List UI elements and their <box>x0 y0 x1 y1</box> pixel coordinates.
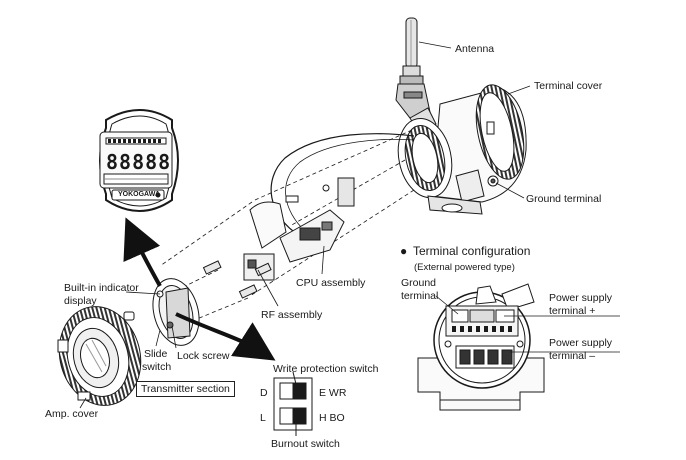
switch-panel <box>273 371 313 436</box>
leader-lines <box>79 41 620 409</box>
cpu-assembly <box>243 177 355 281</box>
label-builtin-indicator-1: Built-in indicator <box>64 282 139 294</box>
terminal-config-view <box>417 283 545 411</box>
label-slide-switch-2: switch <box>142 361 172 373</box>
label-switch-d: D <box>260 387 268 399</box>
amp-cover <box>57 306 142 406</box>
indicator-brand: YOKOGAWA <box>118 191 161 198</box>
label-tc-power-plus-1: Power supply <box>549 292 613 304</box>
label-tc-ground-2: terminal <box>401 290 439 302</box>
indicator-display <box>99 109 179 212</box>
label-amp-cover: Amp. cover <box>45 408 99 420</box>
explode-lines <box>159 129 415 331</box>
arrow-to-display <box>123 217 162 287</box>
label-terminal-cover: Terminal cover <box>534 80 603 92</box>
label-transmitter-section: Transmitter section <box>136 381 235 397</box>
label-tc-power-minus-1: Power supply <box>549 337 613 349</box>
label-tc-ground-1: Ground <box>401 277 437 289</box>
antenna <box>395 17 437 133</box>
label-rf-assembly: RF assembly <box>261 309 323 321</box>
label-burnout-switch: Burnout switch <box>271 438 340 450</box>
label-cpu-assembly: CPU assembly <box>296 277 366 289</box>
terminal-config-subtitle: (External powered type) <box>414 262 515 273</box>
label-ground-terminal: Ground terminal <box>526 193 602 205</box>
arrow-to-switch-panel <box>175 312 276 361</box>
housing <box>397 84 527 215</box>
terminal-config-bullet: ● <box>400 244 408 258</box>
terminal-config-title: Terminal configuration <box>413 244 531 258</box>
label-builtin-indicator-2: display <box>64 295 97 307</box>
label-switch-h-bo: H BO <box>319 412 345 424</box>
label-slide-switch-1: Slide <box>144 348 168 360</box>
label-tc-power-minus-2: terminal – <box>549 350 596 362</box>
label-antenna: Antenna <box>455 43 495 55</box>
label-switch-e-wr: E WR <box>319 387 347 399</box>
label-tc-power-plus-2: terminal + <box>549 305 596 317</box>
indicator-digits: 88888 <box>106 150 172 174</box>
label-lock-screw: Lock screw <box>177 350 230 362</box>
label-switch-l: L <box>260 412 266 424</box>
label-write-protection: Write protection switch <box>273 363 379 375</box>
